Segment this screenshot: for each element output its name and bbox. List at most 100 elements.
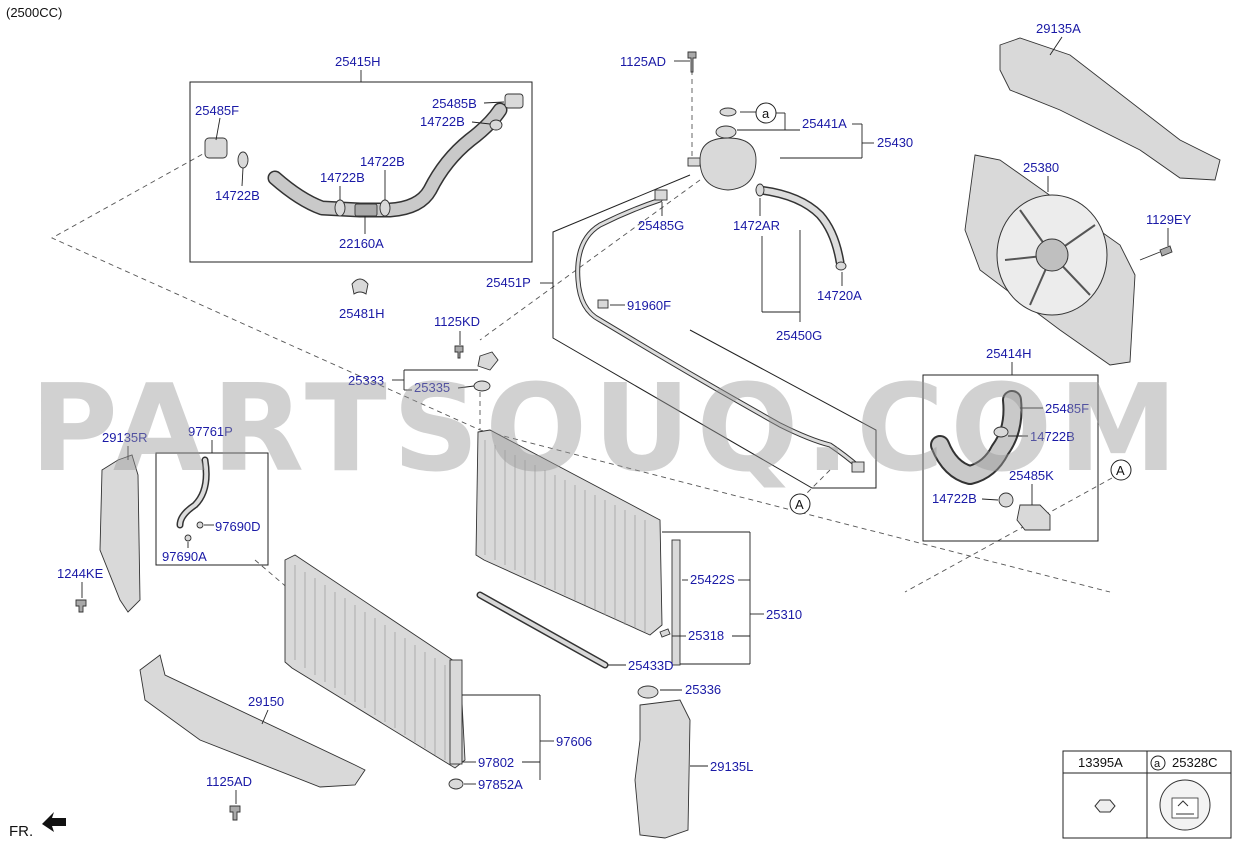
bolt-icon[interactable] bbox=[75, 599, 87, 613]
label-29135L[interactable]: 29135L bbox=[710, 759, 753, 774]
clamp-icon[interactable] bbox=[998, 492, 1014, 508]
label-25450G[interactable]: 25450G bbox=[776, 328, 822, 343]
watermark: PARTSOUQ.COM bbox=[30, 360, 1184, 499]
label-97852A[interactable]: 97852A bbox=[478, 777, 523, 792]
air-guard-29135L[interactable] bbox=[634, 699, 691, 839]
radiator-cap-group: 1125KD 25333 25335 bbox=[348, 314, 499, 395]
label-25414H[interactable]: 25414H bbox=[986, 346, 1032, 361]
clamp-icon[interactable] bbox=[334, 199, 346, 217]
front-arrow-icon bbox=[42, 812, 66, 832]
label-29150[interactable]: 29150 bbox=[248, 694, 284, 709]
grommet-25336[interactable] bbox=[637, 685, 659, 699]
label-14722B-f[interactable]: 14722B bbox=[932, 491, 977, 506]
view-marker-A bbox=[789, 493, 811, 515]
label-1125AD-top[interactable]: 1125AD bbox=[620, 54, 666, 69]
air-guard-29135R[interactable] bbox=[99, 454, 141, 613]
radiator-25310[interactable] bbox=[475, 429, 663, 636]
svg-text:a: a bbox=[762, 106, 770, 121]
bracket-25333[interactable] bbox=[477, 351, 499, 371]
label-14722B-d[interactable]: 14722B bbox=[420, 114, 465, 129]
reservoir-cap[interactable] bbox=[715, 125, 737, 139]
label-25333[interactable]: 25333 bbox=[348, 373, 384, 388]
svg-text:A: A bbox=[1116, 463, 1125, 478]
label-1129EY[interactable]: 1129EY bbox=[1146, 212, 1192, 227]
o-ring-icon[interactable] bbox=[184, 534, 192, 542]
label-14722B-c[interactable]: 14722B bbox=[360, 154, 405, 169]
upper-hose-group: 25415H 25485F 14722B 14722B 14722B 25485… bbox=[189, 54, 533, 263]
label-25485F-right[interactable]: 25485F bbox=[1045, 401, 1089, 416]
label-25441A[interactable]: 25441A bbox=[802, 116, 847, 131]
label-97690A[interactable]: 97690A bbox=[162, 549, 207, 564]
label-25318[interactable]: 25318 bbox=[688, 628, 724, 643]
upper-air-guard-29135A[interactable] bbox=[999, 37, 1221, 181]
clamp-icon[interactable] bbox=[237, 151, 249, 169]
label-25485B[interactable]: 25485B bbox=[432, 96, 477, 111]
right-air-guard-group: 25336 29135L bbox=[634, 682, 753, 839]
overflow-pipe-outline bbox=[552, 174, 877, 489]
hose-fitting-25485K[interactable] bbox=[1016, 504, 1051, 531]
label-25451P[interactable]: 25451P bbox=[486, 275, 531, 290]
label-1472AR[interactable]: 1472AR bbox=[733, 218, 780, 233]
label-14720A[interactable]: 14720A bbox=[817, 288, 862, 303]
o-ring-icon[interactable] bbox=[719, 107, 737, 117]
fan-assembly-group: 25380 1129EY bbox=[964, 154, 1192, 366]
label-1244KE[interactable]: 1244KE bbox=[57, 566, 104, 581]
label-91960F[interactable]: 91960F bbox=[627, 298, 671, 313]
bolt-icon[interactable] bbox=[1139, 245, 1173, 261]
svg-text:A: A bbox=[795, 497, 804, 512]
nut-icon bbox=[1094, 799, 1116, 813]
bolt-icon[interactable] bbox=[229, 805, 241, 821]
label-29135R[interactable]: 29135R bbox=[102, 430, 148, 445]
label-97690D[interactable]: 97690D bbox=[215, 519, 261, 534]
radiator-seal-25422S[interactable] bbox=[671, 539, 681, 666]
label-25485G[interactable]: 25485G bbox=[638, 218, 684, 233]
label-25310[interactable]: 25310 bbox=[766, 607, 802, 622]
o-ring-icon[interactable] bbox=[196, 521, 204, 529]
coolant-reservoir-tank[interactable] bbox=[699, 137, 757, 191]
label-25415H[interactable]: 25415H bbox=[335, 54, 381, 69]
bolt-icon[interactable] bbox=[687, 51, 697, 73]
label-14722B-b[interactable]: 14722B bbox=[320, 170, 365, 185]
receiver-drier[interactable] bbox=[449, 659, 463, 765]
label-25485F-top[interactable]: 25485F bbox=[195, 103, 239, 118]
pipe-clip-25485G[interactable] bbox=[654, 189, 668, 201]
view-marker-A-right bbox=[1110, 459, 1132, 481]
pipe-end-fitting[interactable] bbox=[851, 461, 865, 473]
left-air-guard-group: 29135R 1244KE bbox=[57, 430, 148, 613]
label-25481H[interactable]: 25481H bbox=[339, 306, 385, 321]
label-25433D[interactable]: 25433D bbox=[628, 658, 674, 673]
upper-hose-fitting-25485F[interactable] bbox=[204, 137, 228, 159]
bolt-icon[interactable] bbox=[454, 345, 464, 359]
pipe-clip-91960F[interactable] bbox=[597, 299, 609, 309]
label-25335[interactable]: 25335 bbox=[414, 380, 450, 395]
clamp-icon[interactable] bbox=[379, 199, 391, 217]
clamp-icon[interactable] bbox=[835, 261, 847, 271]
clamp-icon[interactable] bbox=[489, 119, 503, 131]
label-97761P[interactable]: 97761P bbox=[188, 424, 233, 439]
clamp-icon[interactable] bbox=[755, 183, 765, 197]
label-14722B-e[interactable]: 14722B bbox=[1030, 429, 1075, 444]
clip-icon[interactable] bbox=[351, 278, 369, 295]
label-25485K[interactable]: 25485K bbox=[1009, 468, 1054, 483]
upper-hose-fitting-25485B[interactable] bbox=[504, 93, 524, 109]
label-97802[interactable]: 97802 bbox=[478, 755, 514, 770]
label-97606[interactable]: 97606 bbox=[556, 734, 592, 749]
clamp-icon[interactable] bbox=[993, 426, 1009, 438]
label-29135A[interactable]: 29135A bbox=[1036, 21, 1081, 36]
label-25430[interactable]: 25430 bbox=[877, 135, 913, 150]
label-22160A[interactable]: 22160A bbox=[339, 236, 384, 251]
drain-plug-25318[interactable] bbox=[659, 628, 671, 638]
label-25336[interactable]: 25336 bbox=[685, 682, 721, 697]
label-25380[interactable]: 25380 bbox=[1023, 160, 1059, 175]
label-14722B-a[interactable]: 14722B bbox=[215, 188, 260, 203]
hose-connector-22160A[interactable] bbox=[354, 203, 378, 217]
lower-hose-box bbox=[922, 374, 1099, 542]
label-1125KD[interactable]: 1125KD bbox=[434, 314, 480, 329]
under-cover-29150[interactable] bbox=[139, 654, 366, 788]
label-25422S[interactable]: 25422S bbox=[690, 572, 735, 587]
cap-97852A[interactable] bbox=[448, 778, 464, 790]
label-1125AD-bottom[interactable]: 1125AD bbox=[206, 774, 252, 789]
lower-guard-group: 29150 1125AD bbox=[139, 654, 366, 821]
reservoir-group: 1125AD a 25441A 25430 1472AR 14720A 2545… bbox=[620, 51, 913, 343]
